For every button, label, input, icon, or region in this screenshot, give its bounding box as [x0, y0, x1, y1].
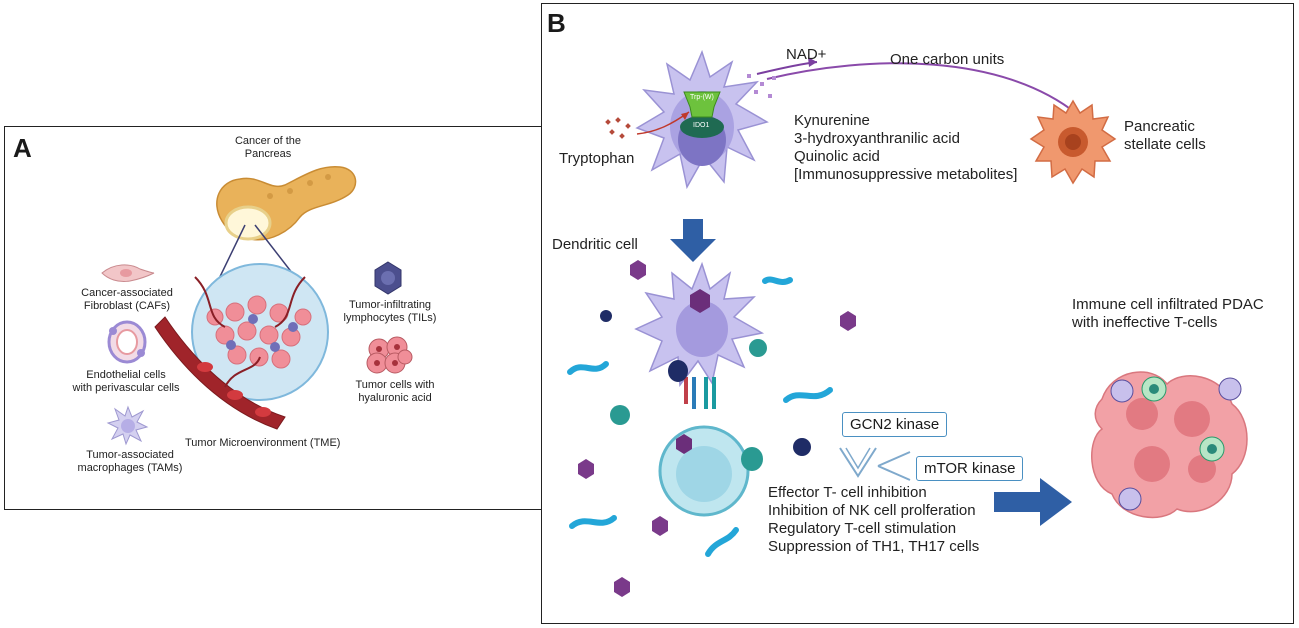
pancreas-label: Cancer of the Pancreas	[223, 135, 313, 161]
metabolite-item: [Immunosuppressive metabolites]	[794, 166, 1018, 183]
stellate-cell	[1029, 99, 1117, 185]
til-label: Tumor-infiltrating lymphocytes (TILs)	[335, 299, 445, 325]
one-carbon-label: One carbon units	[890, 51, 1005, 68]
til-label-line2: lymphocytes (TILs)	[343, 312, 437, 324]
panel-b-letter: B	[547, 8, 566, 38]
endothelial-icon	[107, 320, 147, 364]
right-arrow	[994, 478, 1072, 526]
stellate-label-line2: stellate cells	[1124, 136, 1206, 153]
pdac-label: Immune cell infiltrated PDAC with ineffe…	[1072, 296, 1264, 332]
caf-label-line1: Cancer-associated	[81, 287, 173, 299]
stellate-label: Pancreatic stellate cells	[1124, 118, 1206, 154]
metabolite-item: 3-hydroxyanthranilic acid	[794, 130, 960, 147]
gcn2-kinase-box: GCN2 kinase	[842, 412, 948, 437]
tam-label-line2: macrophages (TAMs)	[77, 462, 183, 474]
metabolite-item: Quinolic acid	[794, 148, 880, 165]
endothelial-label-line1: Endothelial cells	[86, 369, 166, 381]
effect-item: Inhibition of NK cell prolferation	[768, 502, 976, 519]
tam-icon	[106, 405, 149, 446]
tme-label: Tumor Microenvironment (TME)	[185, 437, 341, 449]
scattered-molecules	[567, 260, 856, 597]
enzyme-top-label: Trp-(W)	[690, 94, 714, 101]
dc-tcell-synapse	[634, 261, 765, 517]
mtor-kinase-box: mTOR kinase	[916, 456, 1024, 481]
effect-item: Regulatory T-cell stimulation	[768, 520, 957, 537]
panel-a: A Cancer of the Pancreas Cancer-associat…	[4, 126, 542, 510]
endothelial-label: Endothelial cells with perivascular cell…	[61, 369, 191, 395]
caf-label-line2: Fibroblast (CAFs)	[83, 300, 171, 312]
caf-label: Cancer-associated Fibroblast (CAFs)	[67, 287, 187, 313]
metabolite-list: Kynurenine 3-hydroxyanthranilic acid Qui…	[794, 112, 1017, 184]
enzyme-bottom-label: IDO1	[693, 122, 710, 129]
hyaluronic-label-line2: hyaluronic acid	[358, 392, 432, 404]
hyaluronic-icon	[366, 336, 413, 374]
tam-label-line1: Tumor-associated	[86, 449, 174, 461]
til-label-line1: Tumor-infiltrating	[348, 299, 432, 311]
til-icon	[374, 261, 402, 295]
tam-label: Tumor-associated macrophages (TAMs)	[65, 449, 195, 475]
down-arrow	[670, 219, 716, 262]
endothelial-label-line2: with perivascular cells	[72, 382, 180, 394]
effects-list: Effector T- cell inhibition Inhibition o…	[768, 484, 979, 556]
effect-item: Effector T- cell inhibition	[768, 484, 927, 501]
hyaluronic-label: Tumor cells with hyaluronic acid	[345, 379, 445, 405]
tme-illustration	[154, 263, 329, 430]
pdac-label-line2: with ineffective T-cells	[1072, 314, 1218, 331]
metabolite-item: Kynurenine	[794, 112, 870, 129]
caf-icon	[101, 264, 155, 282]
effect-item: Suppression of TH1, TH17 cells	[768, 538, 980, 555]
pancreas-label-line2: Pancreas	[244, 148, 292, 160]
tryptophan-dots	[605, 117, 631, 139]
hyaluronic-label-line1: Tumor cells with	[355, 379, 435, 391]
panel-a-letter: A	[13, 133, 32, 163]
tryptophan-label: Tryptophan	[559, 150, 635, 167]
nad-label: NAD+	[786, 46, 827, 63]
pdac-label-line1: Immune cell infiltrated PDAC	[1072, 296, 1264, 313]
panel-b: B Trp-(W) IDO1 Tryptophan NAD+ One carbo…	[541, 3, 1294, 624]
pancreas-label-line1: Cancer of the	[234, 135, 302, 147]
ido-dendritic-cell	[635, 49, 769, 190]
pdac-tumor-cluster	[1091, 371, 1248, 519]
tryptophan-arrow	[636, 111, 690, 135]
dendritic-label: Dendritic cell	[552, 236, 638, 253]
kinase-chevrons	[839, 447, 911, 481]
stellate-label-line1: Pancreatic	[1124, 118, 1195, 135]
